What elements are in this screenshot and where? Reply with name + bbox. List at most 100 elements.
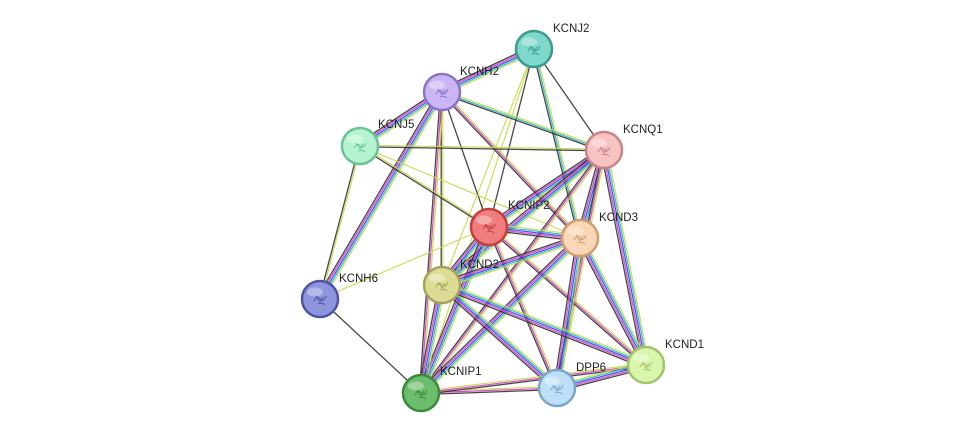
edge-strand-blue: [488, 149, 605, 228]
node-kcnh2[interactable]: KCNH2: [422, 66, 499, 112]
edge-strand-magenta: [441, 91, 581, 239]
edge-strand-cyan: [489, 150, 606, 229]
edge-strand-black: [440, 287, 646, 369]
protein-structure-icon: [639, 361, 653, 372]
edge-strand-black: [316, 90, 440, 298]
edge-strand-yellow: [606, 149, 650, 365]
node-highlight: [544, 376, 560, 386]
protein-structure-icon: [435, 88, 449, 99]
node-highlight: [408, 381, 424, 391]
edge-strand-yellow: [489, 226, 560, 388]
edge-strand-blue: [441, 149, 605, 286]
edge-strand-black: [441, 92, 604, 153]
edge-strand-black: [319, 298, 422, 394]
edge-strand-black: [533, 48, 605, 151]
protein-structure-icon: [313, 295, 327, 306]
edge-kcnq1-kcnip1: [419, 148, 606, 395]
node-kcnj2[interactable]: KCNJ2: [514, 23, 589, 69]
node-kcnh6[interactable]: KCNH6: [300, 273, 378, 319]
edge-strand-black: [441, 91, 490, 228]
node-highlight: [633, 353, 649, 363]
node-kcnip1[interactable]: KCNIP1: [401, 366, 482, 413]
edge-kcnh2-kcnh6: [316, 90, 446, 301]
node-kcnd2[interactable]: KCND2: [422, 259, 499, 305]
edge-strand-black: [418, 91, 442, 393]
edge-strand-cyan: [441, 91, 605, 151]
edge-strand-yellow: [443, 151, 607, 288]
edge-strand-magenta: [420, 91, 443, 394]
edge-kcnd3-kcnd2: [440, 234, 582, 289]
node-label: KCND2: [460, 259, 499, 271]
node-label: KCNH6: [339, 273, 378, 285]
edge-strand-blue: [603, 149, 647, 366]
edge-strand-yellow: [442, 281, 648, 363]
edge-strand-magenta: [440, 285, 557, 390]
edge-strand-cyan: [580, 236, 648, 365]
edge-kcnj2-kcnd2: [441, 48, 535, 286]
edge-strand-cyan: [442, 238, 581, 288]
edge-strand-yellow: [420, 362, 646, 393]
edge-kcnh2-kcnip2: [441, 91, 490, 228]
edge-strand-black: [419, 148, 604, 393]
node-label: KCNH2: [460, 66, 499, 78]
edge-strand-black: [487, 227, 646, 367]
node-kcnip2[interactable]: KCNIP2: [469, 200, 550, 247]
node-dpp6[interactable]: DPP6: [537, 362, 606, 408]
edge-strand-yellow: [421, 92, 445, 394]
edge-strand-yellow: [559, 238, 584, 389]
node-kcnd1[interactable]: KCND1: [626, 339, 704, 385]
edge-kcnj5-kcnh6: [318, 145, 362, 300]
edge-strand-magenta: [440, 148, 604, 285]
edge-strand-magenta: [601, 150, 646, 366]
edge-strand-black: [488, 48, 535, 228]
edge-strand-black: [439, 286, 556, 391]
edge-strand-blue: [579, 237, 647, 366]
edge-strand-blue: [420, 226, 490, 394]
edge-strand-black: [359, 146, 604, 152]
edge-strand-black: [440, 234, 580, 283]
edge-strand-black: [418, 235, 579, 392]
edge-strand-yellow: [360, 144, 605, 150]
edge-strand-magenta: [441, 235, 580, 285]
edge-kcnd2-dpp6: [439, 282, 560, 391]
edge-kcnip2-dpp6: [486, 226, 560, 389]
edge-strand-black: [576, 239, 644, 367]
node-kcnd3[interactable]: KCND3: [560, 212, 638, 258]
edge-strand-yellow: [360, 144, 490, 227]
node-label: KCNIP1: [440, 366, 482, 378]
edge-strand-yellow: [441, 48, 535, 286]
edge-kcnq1-kcnd1: [600, 149, 650, 366]
edge-strand-black: [318, 145, 360, 299]
edge-strand-yellow: [421, 150, 606, 395]
edge-strand-cyan: [604, 149, 649, 365]
edge-strand-black: [421, 388, 558, 396]
edge-strand-yellow: [442, 240, 582, 289]
edge-strand-cyan: [421, 227, 492, 394]
node-label: KCND1: [665, 339, 704, 351]
edge-strand-yellow: [443, 282, 560, 387]
edge-kcnj2-kcnip2: [488, 48, 535, 228]
edge-strand-yellow: [534, 48, 583, 238]
edge-strand-magenta: [318, 90, 442, 299]
edge-strand-yellow: [359, 145, 581, 239]
edge-strand-cyan: [442, 283, 559, 388]
edge-kcnq1-kcnip2: [486, 146, 607, 231]
edge-kcnh2-kcnq1: [441, 89, 605, 153]
edge-kcnd2-kcnd1: [440, 281, 648, 369]
protein-structure-icon: [527, 45, 541, 56]
edge-strand-cyan: [442, 282, 647, 365]
edge-strand-blue: [420, 237, 581, 394]
node-kcnq1[interactable]: KCNQ1: [584, 124, 663, 170]
edge-strand-magenta: [487, 148, 604, 227]
edge-strand-black: [531, 49, 580, 239]
edge-kcnj5-kcnq1: [359, 144, 605, 152]
edge-strand-yellow: [442, 89, 605, 150]
edge-kcnh2-kcnip1: [418, 91, 445, 394]
edge-strand-black: [359, 146, 489, 229]
node-highlight: [521, 37, 537, 47]
edge-strand-yellow: [423, 227, 493, 395]
protein-structure-icon: [573, 234, 587, 245]
edge-strand-black: [486, 227, 557, 389]
node-kcnj5[interactable]: KCNJ5: [340, 119, 414, 166]
edge-strand-blue: [441, 237, 581, 286]
